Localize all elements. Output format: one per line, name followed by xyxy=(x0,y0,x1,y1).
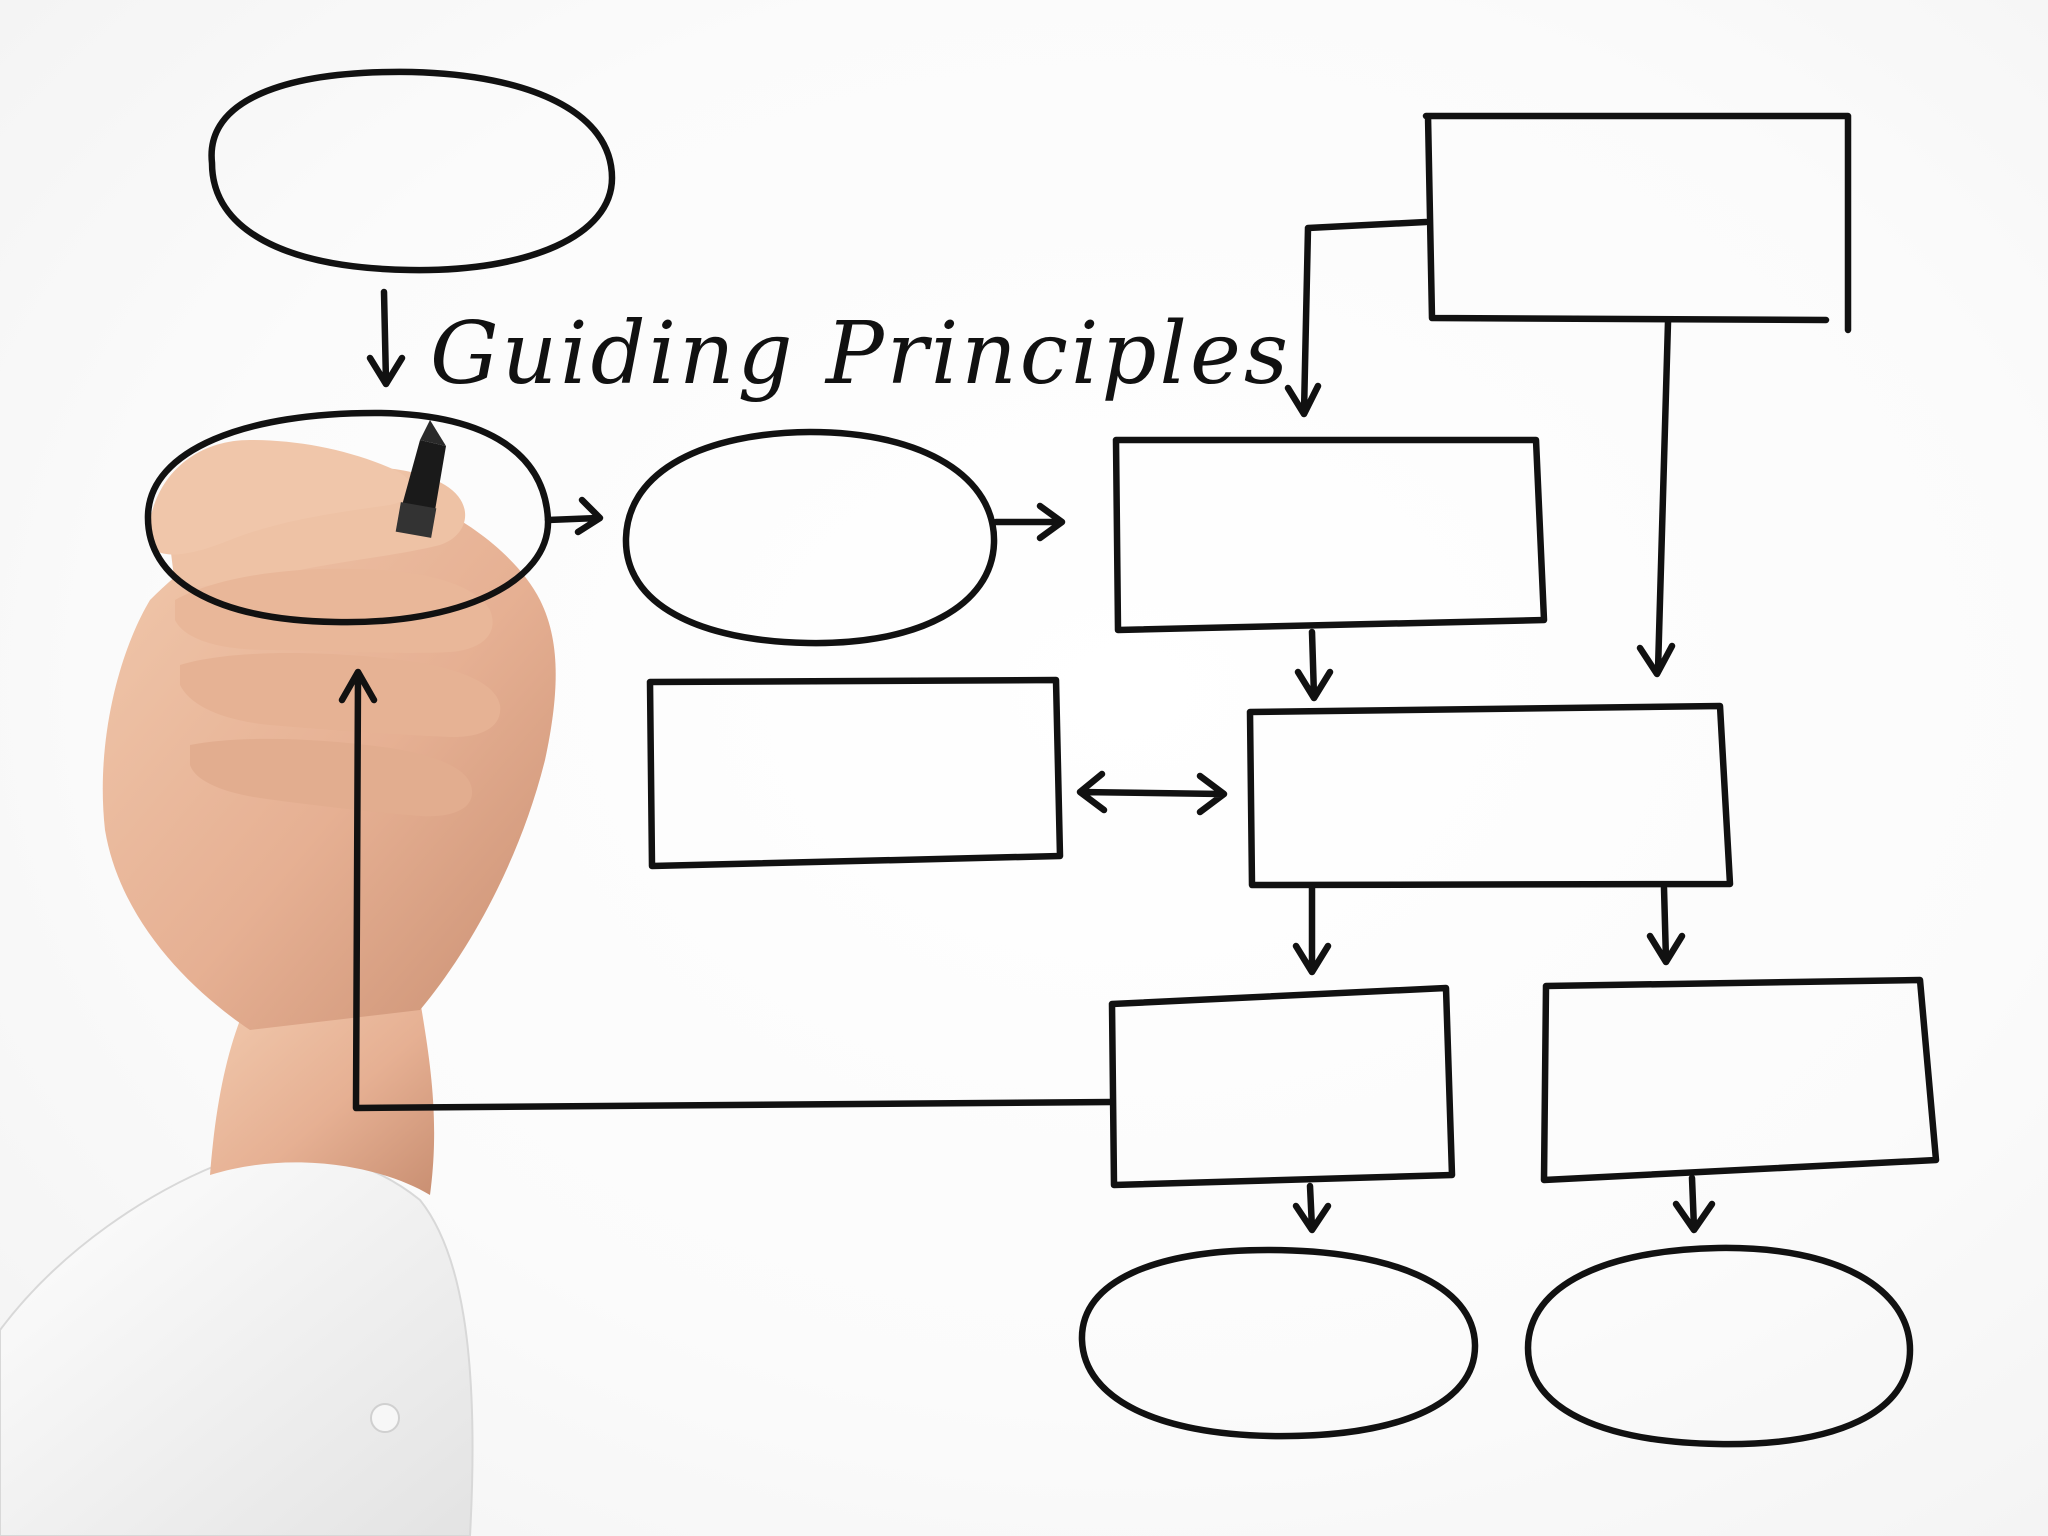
connector-rect-lower-right-to-oval-bottom-right xyxy=(1672,1174,1716,1234)
sleeve-button xyxy=(370,1403,400,1433)
pinky-finger xyxy=(190,738,473,817)
shirt-sleeve xyxy=(0,1151,474,1536)
connector-rect-middle-left-to-rect-middle-right xyxy=(1076,770,1228,816)
connector-rect-middle-right-to-rect-lower-right xyxy=(1646,884,1686,966)
connector-oval-middle-left-to-oval-middle xyxy=(544,496,604,536)
thumb xyxy=(150,440,412,555)
connector-rect-upper-center-to-rect-middle-right xyxy=(1294,628,1334,702)
marker-icon xyxy=(395,420,446,538)
connector-oval-top-to-oval-middle-left xyxy=(366,288,406,388)
connector-oval-middle-to-rect-upper-center xyxy=(992,502,1066,542)
oval-bottom-left xyxy=(1078,1246,1479,1440)
wrist xyxy=(210,1000,435,1195)
ring-finger xyxy=(180,653,501,738)
oval-middle xyxy=(622,428,998,647)
rect-lower-left xyxy=(1108,984,1456,1189)
rect-middle-right xyxy=(1246,702,1734,889)
rect-upper-center xyxy=(1112,436,1548,634)
hand-holding-marker-icon xyxy=(0,420,556,1536)
connector-rect-middle-right-to-rect-lower-left xyxy=(1292,884,1332,976)
rect-middle-left xyxy=(646,676,1064,870)
middle-finger xyxy=(175,568,493,653)
oval-bottom-right xyxy=(1524,1244,1914,1448)
rect-lower-right xyxy=(1540,976,1940,1184)
oval-top xyxy=(208,68,616,274)
connector-rect-lower-left-to-oval-bottom-left xyxy=(1292,1182,1332,1234)
connector-rect-top-right-to-rect-upper-center xyxy=(1284,218,1430,418)
connector-rect-lower-left-to-oval-middle-left xyxy=(338,668,1116,1112)
diagram-connectors xyxy=(338,218,1716,1234)
rect-top-right xyxy=(1422,112,1852,334)
diagram-heading: Guiding Principles xyxy=(430,304,1291,404)
connector-rect-top-right-to-rect-middle-right xyxy=(1636,318,1676,678)
